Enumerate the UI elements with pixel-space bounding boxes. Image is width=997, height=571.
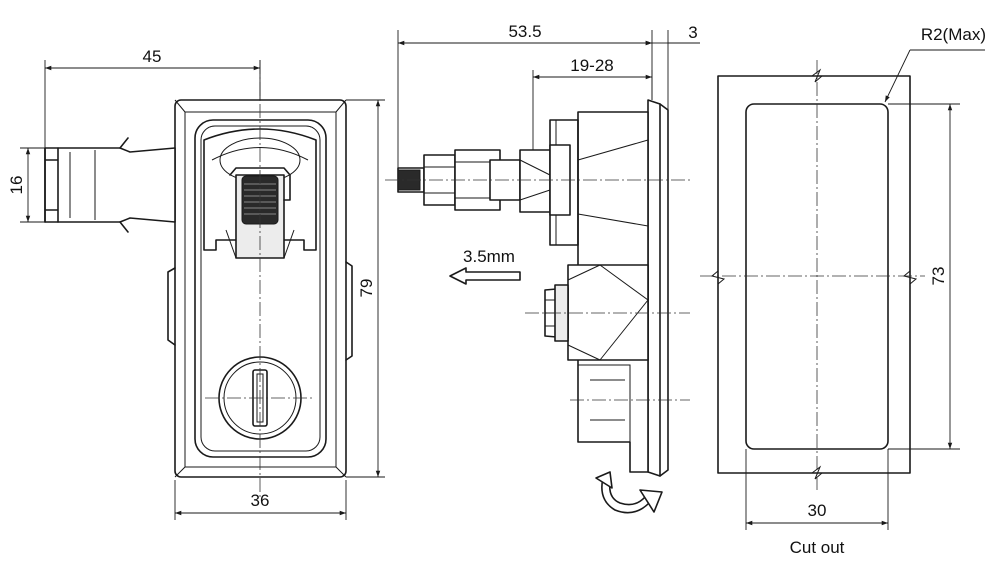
cutout-view [700,60,925,490]
dim-body-height: 79 [346,99,385,478]
cutout-caption: Cut out [790,538,845,557]
dim-cutout-width-text: 30 [808,501,827,520]
dim-handle-reach-text: 45 [143,47,162,66]
dim-cutout-height: 73 [888,103,960,450]
dim-depth-total-text: 53.5 [508,22,541,41]
dim-cutout-width: 30 [745,449,889,530]
travel-indicator: 3.5mm [449,247,521,285]
dim-corner-radius: R2(Max) [884,25,986,103]
dim-body-width-text: 36 [251,491,270,510]
dim-body-width: 36 [174,480,347,520]
dim-flange-thickness: 3 [640,23,700,110]
travel-text: 3.5mm [463,247,515,266]
dim-body-height-text: 79 [357,279,376,298]
dim-handle-width-text: 16 [7,176,26,195]
front-view [167,60,353,500]
dim-panel-range-text: 19-28 [570,56,613,75]
dim-cutout-height-text: 73 [929,267,948,286]
rotate-arrow-icon [595,471,663,514]
dim-corner-radius-text: R2(Max) [921,25,986,44]
dim-panel-range: 19-28 [532,56,653,150]
dim-flange-thickness-text: 3 [688,23,697,42]
dim-handle-reach: 45 [44,47,261,148]
handle-side [44,137,176,233]
dim-handle-width: 16 [7,147,45,223]
side-view [385,99,690,514]
dim-depth-total: 53.5 [397,22,653,168]
